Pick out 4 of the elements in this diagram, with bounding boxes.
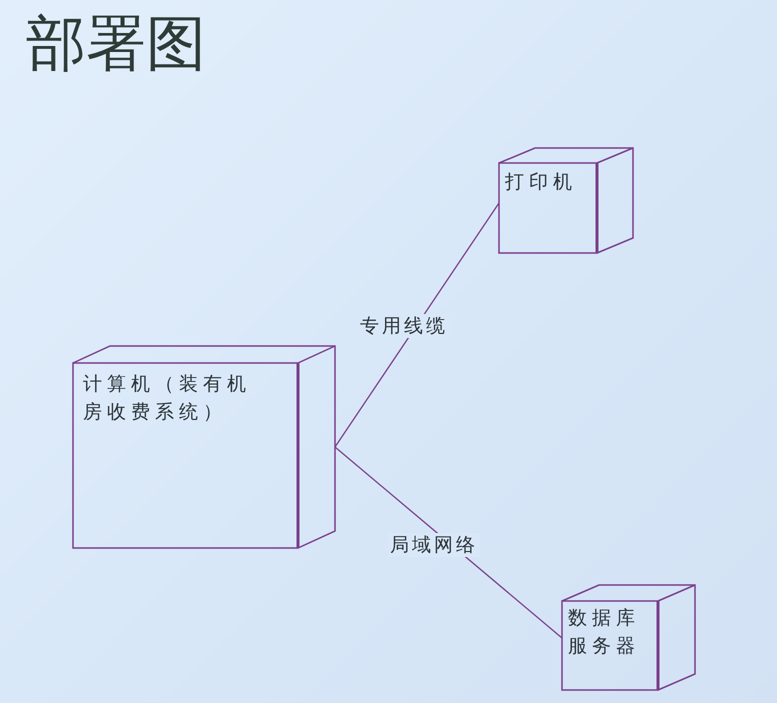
connector-line <box>334 202 500 448</box>
edge-label: 局域网络 <box>388 533 480 557</box>
diagram-title: 部署图 <box>26 8 206 80</box>
connector-line <box>334 446 562 638</box>
